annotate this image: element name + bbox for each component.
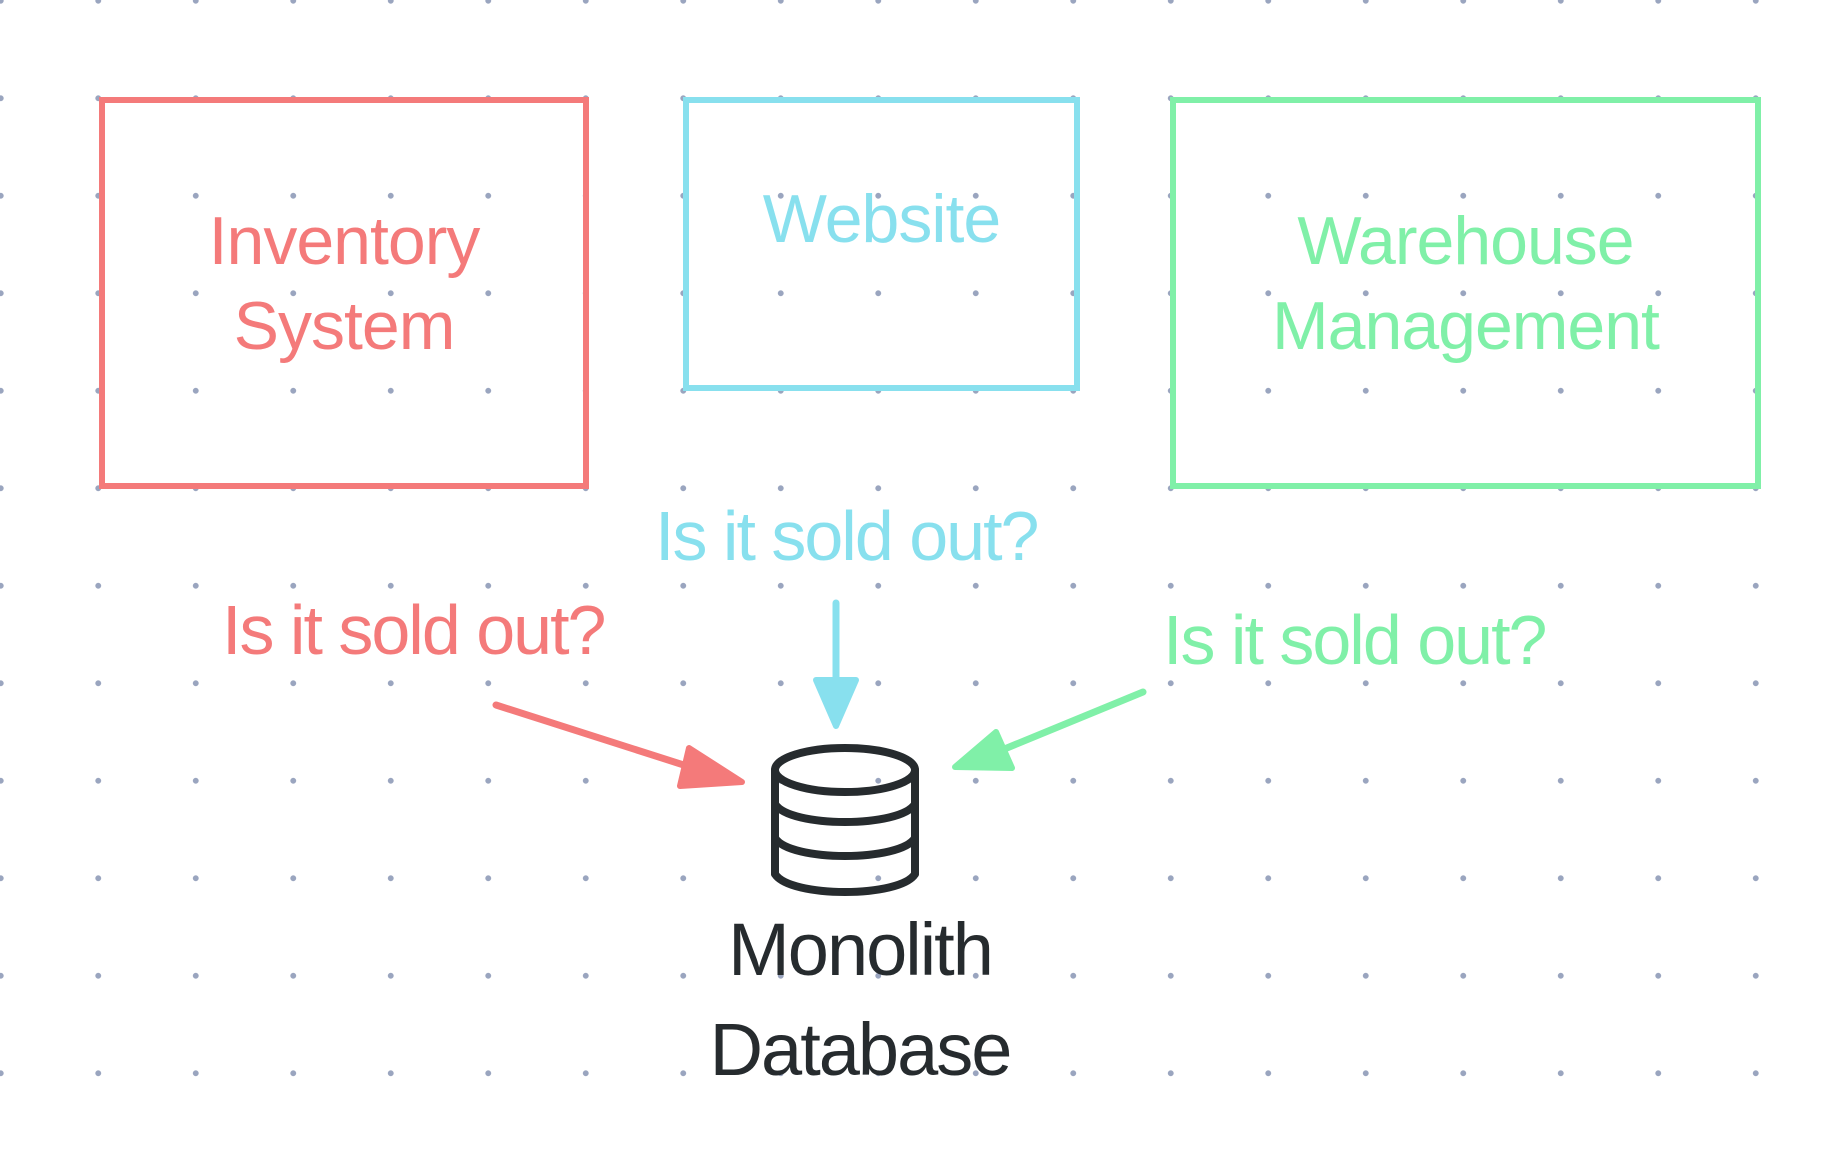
warehouse-management-label: Warehouse Management [1272, 199, 1660, 369]
website-arrow-head [813, 677, 859, 729]
inventory-system-label-line1: Inventory [208, 203, 481, 279]
inventory-system-label: Inventory System [208, 199, 481, 369]
inventory-system-label-line2: System [233, 288, 456, 364]
website-query-label: Is it sold out? [655, 497, 1039, 575]
website-label: Website [762, 177, 1001, 262]
database-label-line2: Database [709, 1007, 1013, 1091]
warehouse-query-label: Is it sold out? [1163, 601, 1547, 679]
database-label: Monolith Database [660, 900, 1060, 1100]
warehouse-arrow[interactable] [952, 688, 1147, 771]
website-box[interactable]: Website [683, 97, 1080, 391]
inventory-system-box[interactable]: Inventory System [99, 97, 589, 489]
website-label-line1: Website [762, 180, 1001, 257]
inventory-arrow[interactable] [492, 701, 745, 789]
warehouse-arrow-head [952, 729, 1015, 771]
warehouse-management-label-line1: Warehouse [1297, 203, 1634, 279]
warehouse-management-label-line2: Management [1272, 288, 1660, 364]
inventory-arrow-head [677, 745, 745, 789]
inventory-query-label: Is it sold out? [222, 591, 606, 669]
warehouse-management-box[interactable]: Warehouse Management [1170, 97, 1761, 489]
database-label-line1: Monolith [728, 908, 994, 991]
database-icon [771, 744, 919, 896]
website-arrow[interactable] [813, 599, 859, 729]
